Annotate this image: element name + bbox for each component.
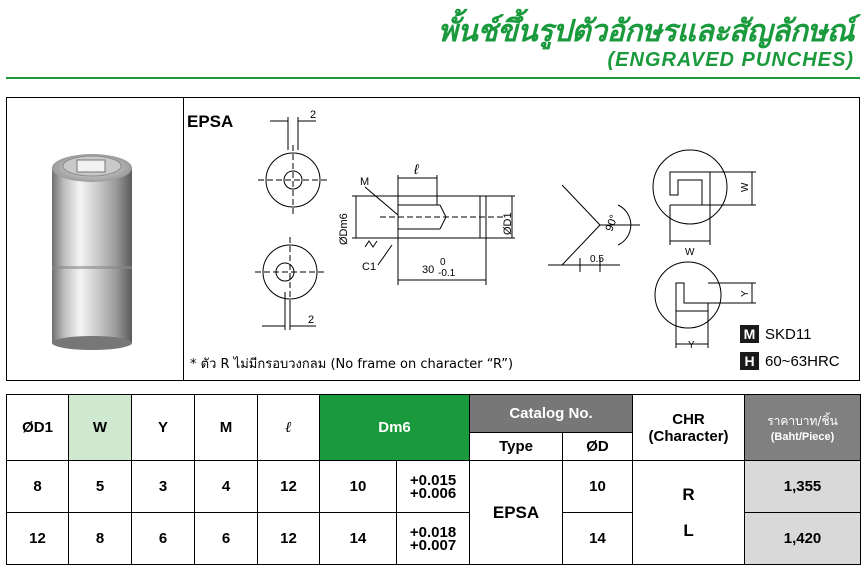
front-view-top-outer xyxy=(265,152,321,208)
dim-ell: ℓ xyxy=(413,161,419,177)
cell-m: 6 xyxy=(194,512,258,565)
dim-c1: C1 xyxy=(362,261,376,273)
model-label: EPSA xyxy=(187,112,234,131)
col-header-d1: ØD1 xyxy=(6,394,69,461)
cell-price: 1,420 xyxy=(744,512,862,565)
title-rule xyxy=(6,77,860,79)
cell-tolerance: +0.018 +0.007 xyxy=(395,512,471,565)
col-header-ell: ℓ xyxy=(257,394,320,461)
col-header-catalog: Catalog No. xyxy=(469,394,634,433)
cell-chr-r: R xyxy=(682,484,695,504)
char-view-bottom xyxy=(654,261,722,329)
cell-w: 8 xyxy=(68,512,132,565)
col-header-w: W xyxy=(68,394,132,461)
col-header-chr-line2: (Character) xyxy=(648,427,729,445)
page-title-en: (ENGRAVED PUNCHES) xyxy=(607,49,854,71)
dim-len-tol-lower: -0.1 xyxy=(438,268,456,279)
photo-cell xyxy=(7,98,184,380)
drawing-note: * ตัว R ไม่มีกรอบวงกลม (No frame on char… xyxy=(190,357,514,372)
col-header-price-en: (Baht/Piece) xyxy=(770,431,835,443)
drawing-box xyxy=(6,97,860,381)
col-header-type: Type xyxy=(469,432,564,461)
spec-badge-material: M xyxy=(740,325,759,343)
dim-offset: 0.5 xyxy=(590,254,604,265)
spec-table: ØD1 W Y M ℓ Dm6 Catalog No. CHR (Charact… xyxy=(6,394,862,565)
col-header-dm6: Dm6 xyxy=(318,394,471,461)
table-row: 8 5 3 4 12 10 +0.015 +0.006 EPSA 10 R L … xyxy=(6,460,862,565)
page-title-th: พั้นช์ขึ้นรูปตัวอักษรและสัญลักษณ์ xyxy=(437,14,855,49)
cell-ell: 12 xyxy=(257,460,320,513)
dim-2-bottom: 2 xyxy=(308,314,314,326)
dim-y-side: Y xyxy=(740,290,751,297)
cell-tol-lower: +0.007 xyxy=(409,536,457,554)
dim-y-bottom: Y xyxy=(688,340,695,351)
table-row: 12 8 6 6 12 14 +0.018 +0.007 14 1,420 xyxy=(6,512,862,565)
col-header-chr-line1: CHR xyxy=(672,410,705,428)
cell-price: 1,355 xyxy=(744,460,862,513)
cell-y: 6 xyxy=(131,512,195,565)
cell-tol-upper: +0.018 xyxy=(409,523,457,541)
cell-d1: 12 xyxy=(6,512,69,565)
technical-drawing: 2 2 ℓ M ØDm6 ØD1 C1 30 0 -0.1 90° 0.5 W … xyxy=(255,109,756,351)
dim-w-side: W xyxy=(740,182,751,192)
cell-od: 14 xyxy=(562,512,634,565)
cell-dm6: 14 xyxy=(319,512,397,565)
cell-tol-lower: +0.006 xyxy=(409,484,457,502)
col-header-m: M xyxy=(194,394,258,461)
col-header-chr: CHR (Character) xyxy=(632,394,746,461)
cell-type: EPSA xyxy=(469,460,564,565)
cell-d1: 8 xyxy=(6,460,69,513)
col-header-price-th: ราคาบาท/ชิ้น xyxy=(767,414,838,428)
spec-text-material: SKD11 xyxy=(765,325,812,343)
dim-angle: 90° xyxy=(604,213,621,233)
front-view-bottom-outer xyxy=(262,244,318,300)
cell-chr: R L xyxy=(632,460,746,565)
punch-photo xyxy=(52,154,132,350)
spec-hardness: H 60~63HRC xyxy=(740,352,840,370)
front-view-top-inner xyxy=(283,170,303,190)
dim-dm6: ØDm6 xyxy=(338,213,350,245)
spec-material: M SKD11 xyxy=(740,325,811,343)
cell-m: 4 xyxy=(194,460,258,513)
dim-len: 30 xyxy=(422,264,434,276)
dim-m: M xyxy=(360,176,369,188)
cell-od: 10 xyxy=(562,460,634,513)
dim-d1: ØD1 xyxy=(502,212,514,235)
col-header-price: ราคาบาท/ชิ้น (Baht/Piece) xyxy=(744,394,862,461)
dim-w-bottom: W xyxy=(685,247,695,258)
char-view-top xyxy=(652,149,728,225)
cell-ell: 12 xyxy=(257,512,320,565)
cell-tolerance: +0.015 +0.006 xyxy=(395,460,471,513)
col-header-y: Y xyxy=(131,394,195,461)
dim-len-tol-upper: 0 xyxy=(440,257,446,268)
cell-chr-l: L xyxy=(683,520,694,540)
cell-y: 3 xyxy=(131,460,195,513)
spec-badge-hardness: H xyxy=(740,352,759,370)
cell-tol-upper: +0.015 xyxy=(409,471,457,489)
dim-2-top: 2 xyxy=(310,109,316,121)
cell-w: 5 xyxy=(68,460,132,513)
cell-dm6: 10 xyxy=(319,460,397,513)
spec-text-hardness: 60~63HRC xyxy=(765,352,840,370)
col-header-od: ØD xyxy=(562,432,634,461)
